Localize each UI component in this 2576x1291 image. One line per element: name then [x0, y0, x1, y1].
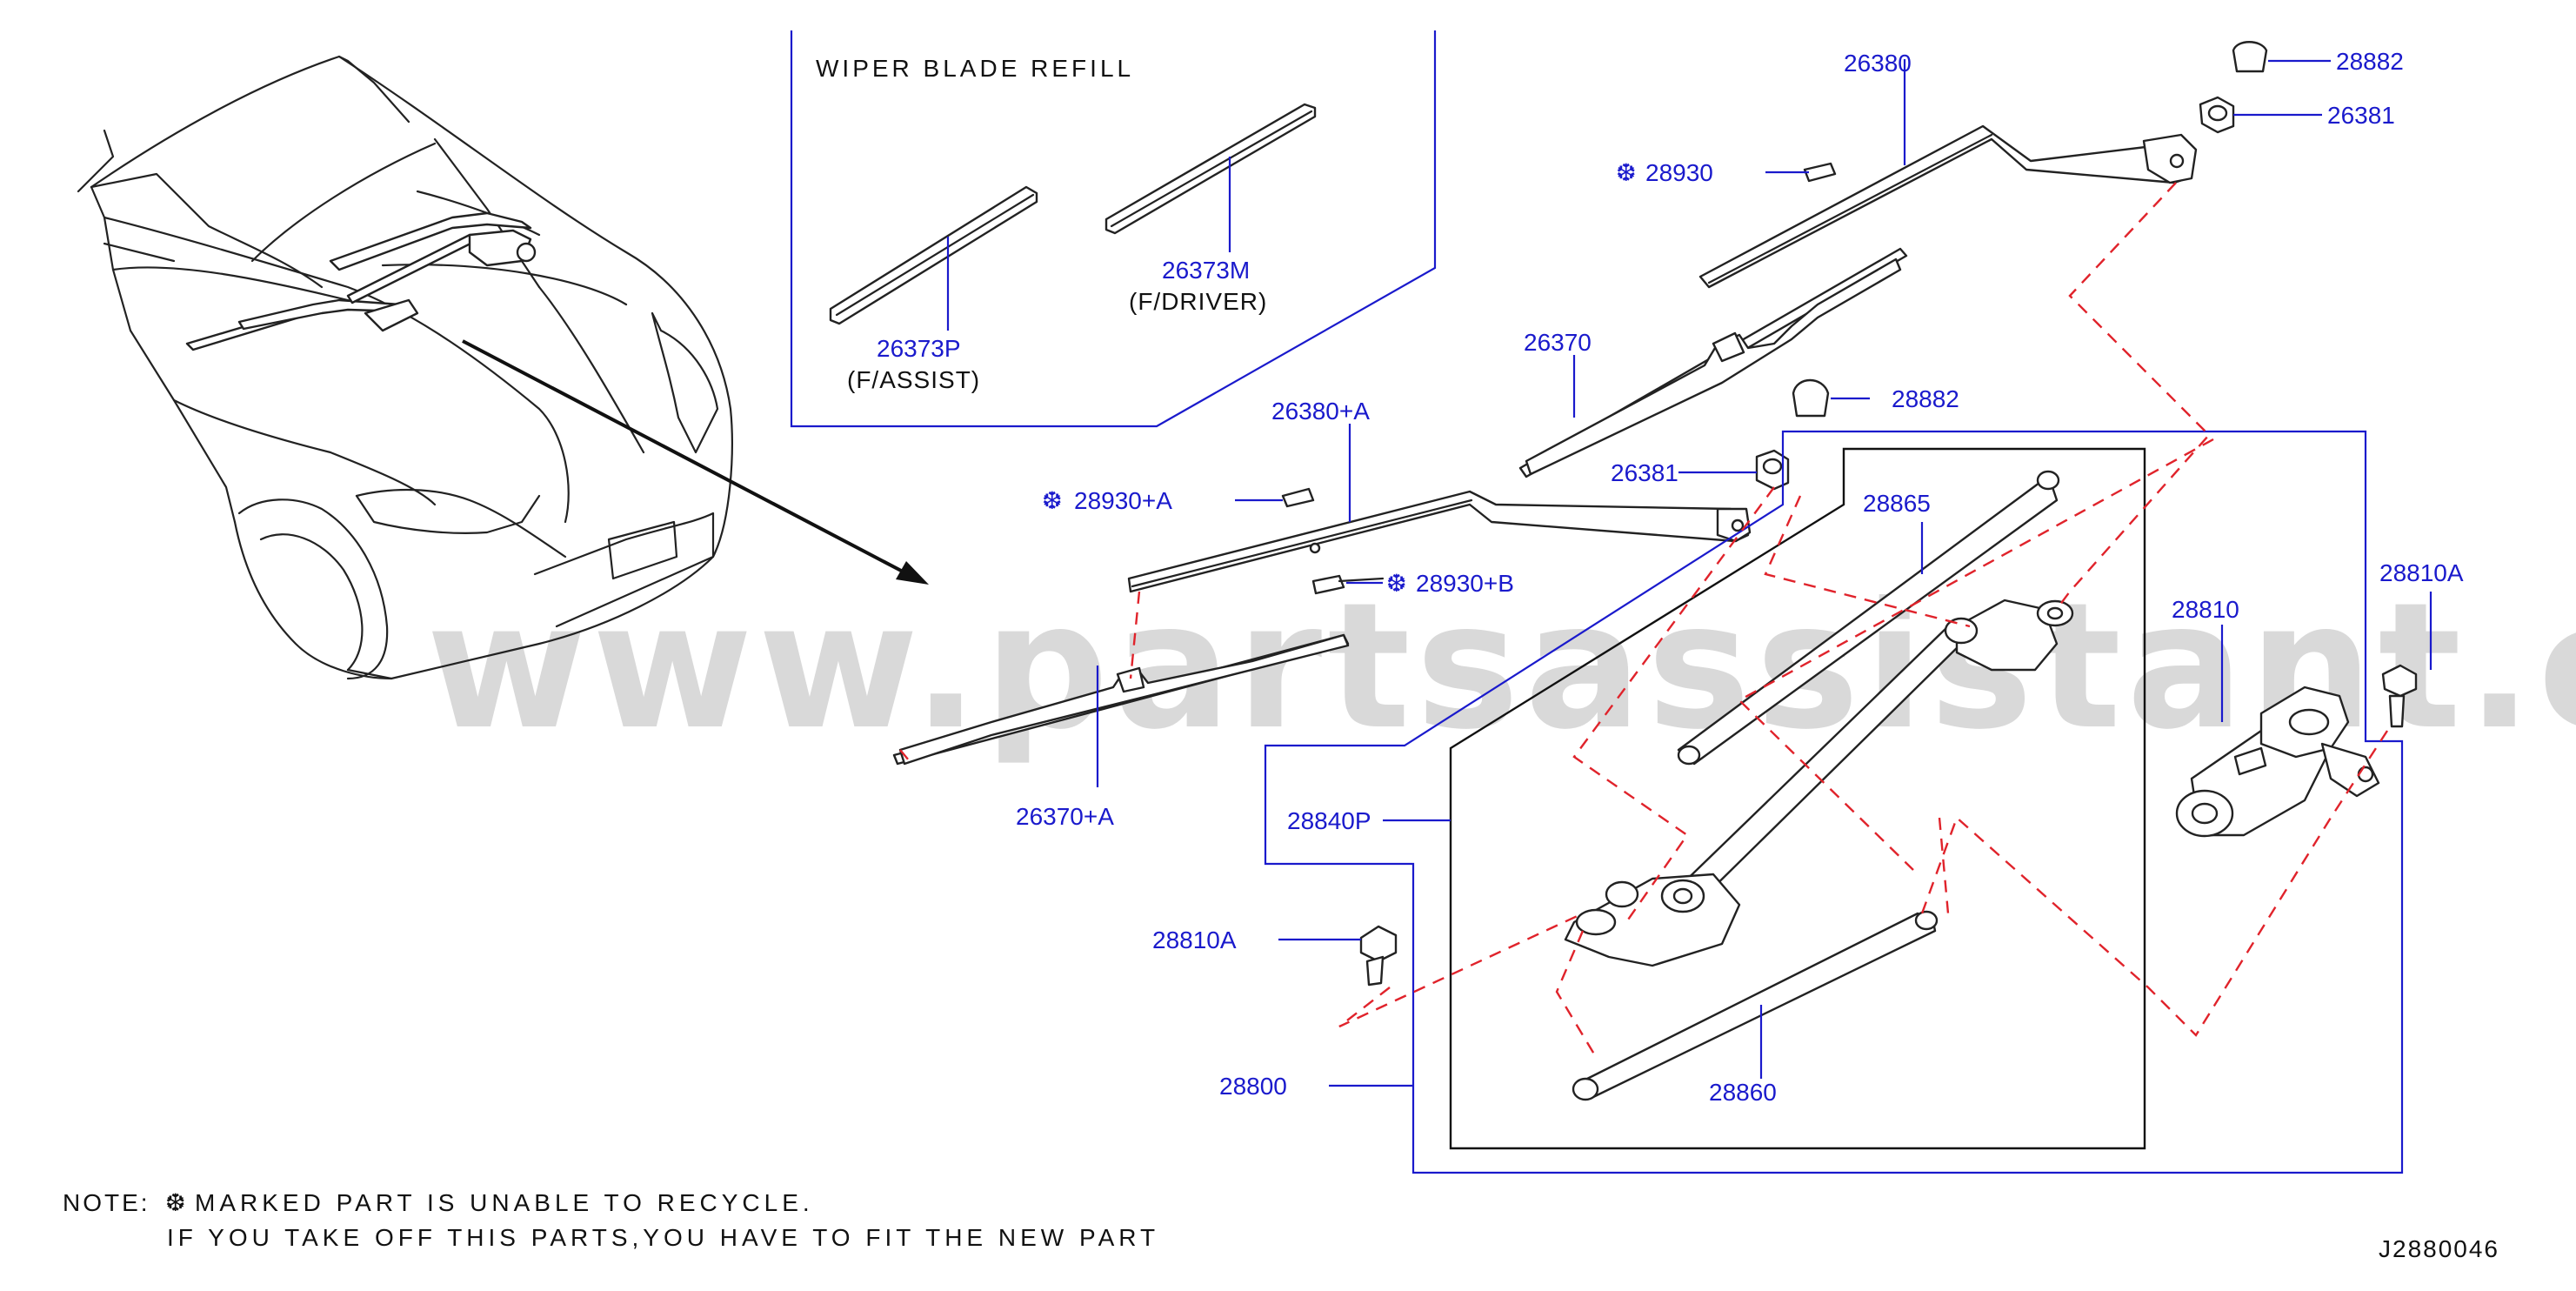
label-clip-assist-a: 28930+A — [1074, 487, 1172, 514]
refill-driver-desc: (F/DRIVER) — [1129, 288, 1267, 315]
linkage-parts — [1564, 470, 2074, 1101]
label-link-lower: 28860 — [1709, 1079, 1777, 1106]
label-wiper-assy: 28800 — [1219, 1073, 1287, 1100]
label-cap-mid: 28882 — [1892, 385, 1959, 412]
label-blade-driver: 26370 — [1524, 329, 1592, 356]
assist-arm-shape — [1127, 490, 1750, 593]
recycle-icon: ❆ — [1386, 570, 1406, 597]
view-arrow — [462, 339, 929, 585]
recycle-icon: ❆ — [1042, 487, 1062, 514]
refill-driver-part: 26373M — [1162, 257, 1250, 284]
label-nut-mid: 26381 — [1611, 459, 1678, 486]
label-bolt-right: 28810A — [2379, 559, 2464, 586]
cap-top-shape — [2232, 41, 2268, 73]
label-motor: 28810 — [2172, 596, 2239, 623]
recycle-icon: ❆ — [1616, 159, 1636, 186]
label-arm-driver: 26380 — [1844, 50, 1912, 77]
label-blade-assist: 26370+A — [1016, 803, 1114, 830]
linkage-frame-inner — [1449, 447, 2146, 1150]
note-line2: IF YOU TAKE OFF THIS PARTS,YOU HAVE TO F… — [167, 1224, 1159, 1251]
label-clip-driver: 28930 — [1645, 159, 1713, 186]
label-clip-assist-b: 28930+B — [1416, 570, 1514, 597]
linkage-frames — [1264, 430, 2404, 1174]
watermark-text: www.partsassistant.com — [426, 565, 2576, 768]
leader-lines — [1096, 59, 2433, 1087]
driver-arm-group — [1518, 41, 2268, 478]
bolt-illustrations — [1359, 664, 2418, 987]
note-line1: MARKED PART IS UNABLE TO RECYCLE. — [195, 1189, 814, 1216]
refill-inset-box: WIPER BLADE REFILL 26373P (F/ASSIST) 263… — [790, 30, 1437, 428]
label-link-upper: 28865 — [1863, 490, 1931, 517]
clip-driver-shape — [1803, 162, 1837, 183]
note-prefix: NOTE: — [63, 1189, 150, 1216]
inset-title: WIPER BLADE REFILL — [816, 55, 1134, 82]
label-linkage-assy: 28840P — [1287, 807, 1371, 834]
cap-mid-shape — [1792, 378, 1830, 418]
label-bolt-left: 28810A — [1152, 926, 1237, 953]
refill-assist-part: 26373P — [877, 335, 961, 362]
car-outline-illustration — [77, 55, 733, 680]
label-cap-top: 28882 — [2336, 48, 2404, 75]
footer-note: NOTE: ❆ MARKED PART IS UNABLE TO RECYCLE… — [63, 1189, 2499, 1262]
part-labels: 26380 28882 26381 ❆ 28930 26370 28882 26… — [1016, 48, 2464, 1106]
refill-assist-desc: (F/ASSIST) — [847, 366, 980, 393]
diagram-code: J2880046 — [2379, 1235, 2499, 1262]
label-arm-assist: 26380+A — [1271, 398, 1370, 425]
assembly-guide-lines — [899, 182, 2389, 1058]
driver-arm-shape — [1698, 124, 2193, 289]
label-nut-top: 26381 — [2327, 102, 2395, 129]
clip-assist-a-shape — [1281, 487, 1315, 508]
assist-arm-group — [892, 378, 1830, 766]
clip-assist-b-shape — [1311, 574, 1345, 595]
recycle-icon: ❆ — [165, 1189, 190, 1216]
assembly-frame-outer — [1264, 430, 2404, 1174]
wiper-motor-illustration — [2175, 686, 2380, 838]
